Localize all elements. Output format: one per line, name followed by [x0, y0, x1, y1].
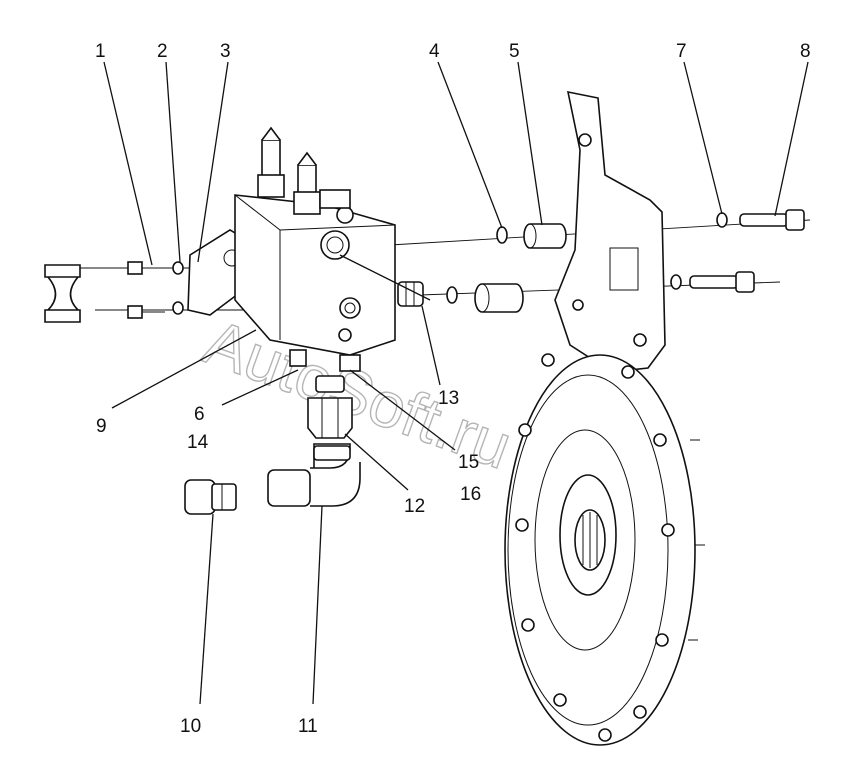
- callout-1: 1: [95, 41, 106, 62]
- callout-5: 5: [509, 41, 520, 62]
- straight-fitting-10: [184, 479, 237, 515]
- callout-12: 12: [404, 496, 425, 517]
- callout-8: 8: [800, 41, 811, 62]
- callout-2: 2: [157, 41, 168, 62]
- callout-6: 6: [194, 404, 205, 425]
- fitting-13: [397, 281, 424, 307]
- callout-13: 13: [438, 388, 459, 409]
- elbow-fitting-11: [267, 443, 361, 507]
- washer-set-7: [670, 212, 728, 290]
- nut-fitting-12: [307, 397, 353, 439]
- bolt-set-8: [689, 209, 805, 293]
- valve-block: [234, 126, 396, 372]
- callout-7: 7: [676, 41, 687, 62]
- coupling-disk: [504, 353, 705, 746]
- split-flange-clamp: [44, 264, 81, 323]
- callout-4: 4: [429, 41, 440, 62]
- callout-14: 14: [187, 432, 209, 453]
- spacer-set-5: [474, 223, 567, 313]
- callout-labels: 1 2 3 4 5 7 8 9 6 14 13 15 16 12 10 11: [95, 41, 811, 737]
- callout-15: 15: [458, 452, 479, 473]
- washer-set-2: [172, 261, 184, 315]
- callout-11: 11: [298, 716, 318, 737]
- mounting-bracket: [554, 90, 666, 373]
- adapter-fitting-14: [315, 375, 345, 393]
- bolt-set-1: [127, 261, 165, 319]
- leader-lines: [103, 61, 809, 705]
- callout-3: 3: [220, 41, 231, 62]
- callout-10: 10: [180, 716, 201, 737]
- callout-16: 16: [460, 484, 481, 505]
- callout-9: 9: [96, 416, 107, 437]
- o-ring-set-4: [446, 226, 508, 304]
